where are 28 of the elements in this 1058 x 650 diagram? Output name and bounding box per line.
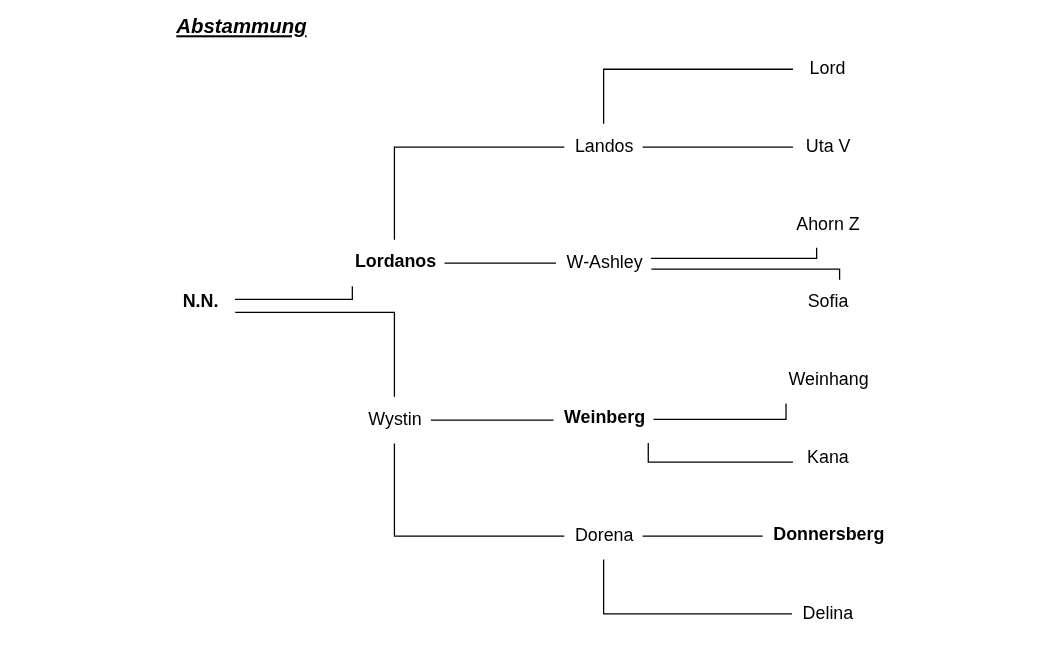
node-text: Uta V <box>805 135 851 156</box>
connector <box>443 262 557 264</box>
node-text: W-Ashley <box>566 251 643 272</box>
node-text: Wystin <box>368 408 422 429</box>
node-text: Delina <box>802 602 854 623</box>
node-text: Weinberg <box>564 407 646 428</box>
node-text: Lord <box>809 57 846 78</box>
connector <box>234 311 396 398</box>
connector <box>603 68 794 125</box>
connector <box>652 402 787 421</box>
connector <box>641 146 794 148</box>
connector <box>430 419 555 421</box>
node-text: Donnersberg <box>773 523 885 544</box>
node-text: Ahorn Z <box>796 213 860 234</box>
node-text: Dorena <box>574 524 634 545</box>
diagram-title: Abstammung <box>176 15 307 38</box>
connector <box>647 442 794 463</box>
connector <box>641 535 764 537</box>
connector <box>603 558 793 615</box>
node-text: Sofia <box>807 291 849 312</box>
node-text: Kana <box>807 447 849 468</box>
node-text: Lordanos <box>354 250 437 271</box>
connector <box>393 146 565 241</box>
node-text: Landos <box>574 135 634 156</box>
node-text: Weinhang <box>788 369 869 390</box>
node-text: N.N. <box>182 291 219 312</box>
connector <box>650 247 818 260</box>
connector <box>393 442 565 537</box>
